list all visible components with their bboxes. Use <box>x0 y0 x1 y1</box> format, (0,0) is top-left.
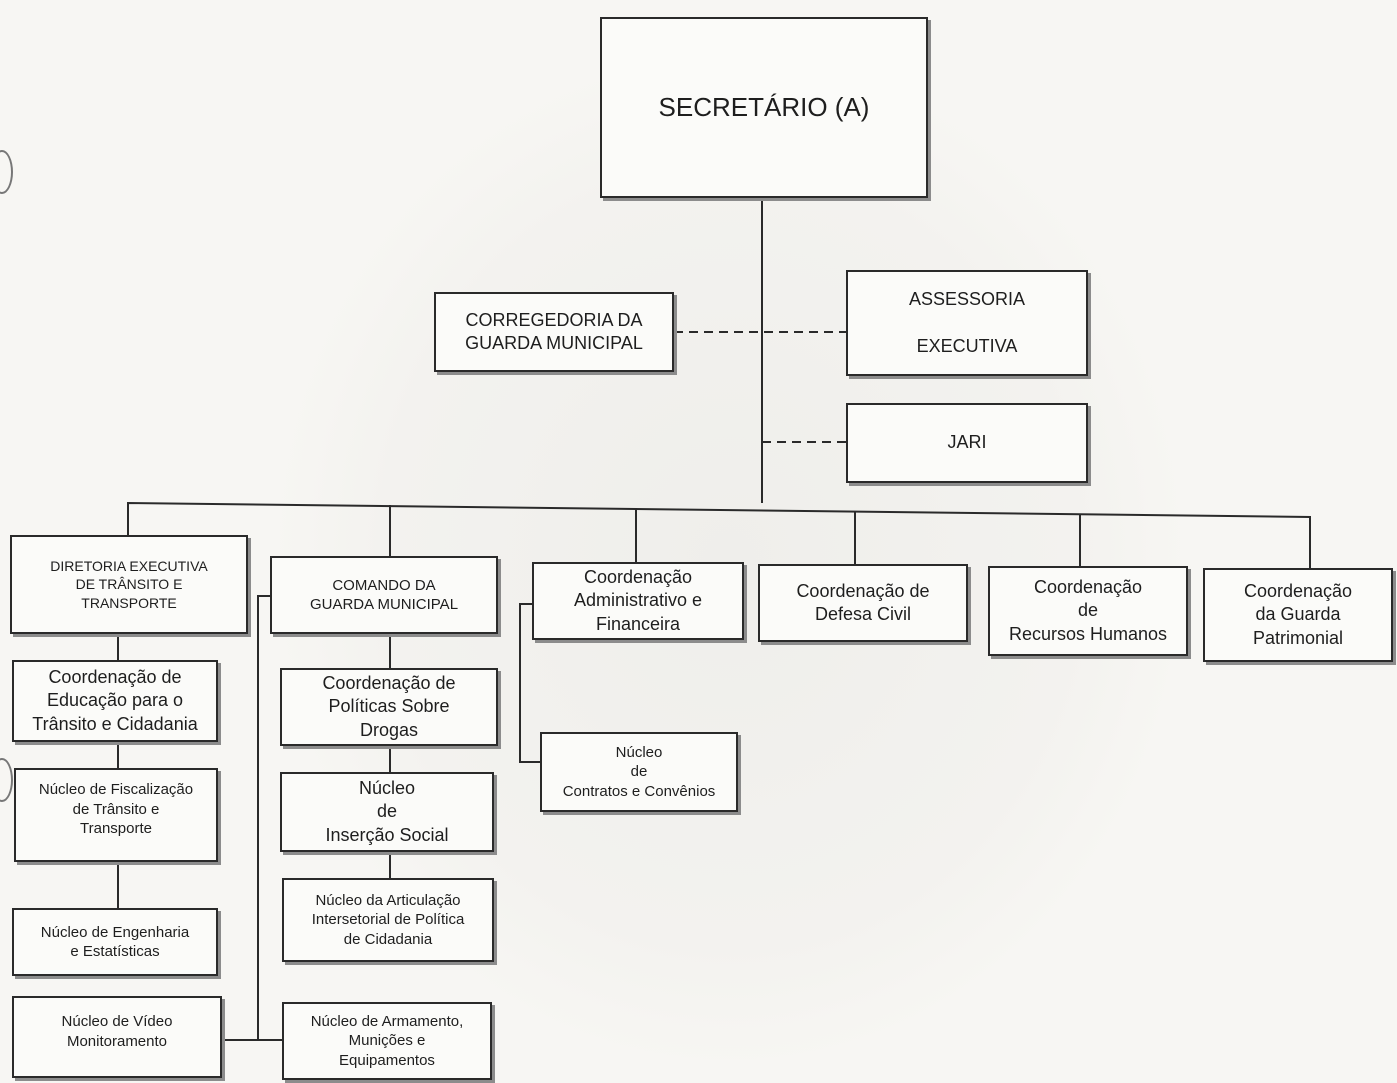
coord-patrimonial-box: Coordenação da Guarda Patrimonial <box>1203 568 1393 662</box>
assessoria-executiva-box: ASSESSORIA EXECUTIVA <box>846 270 1088 376</box>
nucleo-video-monitoramento-label: Núcleo de Vídeo Monitoramento <box>61 1013 173 1050</box>
jari-box: JARI <box>846 403 1088 483</box>
secretario-box: SECRETÁRIO (A) <box>600 17 928 198</box>
coord-educacao-transito-label: Coordenação de Educação para o Trânsito … <box>32 666 198 734</box>
connector-administrativo-bracket <box>519 603 540 763</box>
coord-politicas-drogas-box: Coordenação de Políticas Sobre Drogas <box>280 668 498 746</box>
nucleo-articulacao-label: Núcleo da Articulação Intersetorial de P… <box>311 891 465 948</box>
nucleo-armamento-box: Núcleo de Armamento, Munições e Equipame… <box>282 1002 492 1080</box>
coord-administrativo-box: Coordenação Administrativo e Financeira <box>532 562 744 640</box>
coord-defesa-civil-box: Coordenação de Defesa Civil <box>758 564 968 642</box>
coord-rh-label: Coordenação de Recursos Humanos <box>1008 576 1168 644</box>
nucleo-armamento-label: Núcleo de Armamento, Munições e Equipame… <box>310 1012 464 1069</box>
coord-politicas-drogas-label: Coordenação de Políticas Sobre Drogas <box>322 672 456 740</box>
diretoria-transito-label: DIRETORIA EXECUTIVA DE TRÂNSITO E TRANSP… <box>50 558 208 611</box>
assessoria-executiva-label: ASSESSORIA EXECUTIVA <box>908 288 1026 356</box>
nucleo-articulacao-box: Núcleo da Articulação Intersetorial de P… <box>282 878 494 962</box>
diretoria-transito-box: DIRETORIA EXECUTIVA DE TRÂNSITO E TRANSP… <box>10 535 248 634</box>
coord-patrimonial-label: Coordenação da Guarda Patrimonial <box>1243 580 1353 648</box>
corregedoria-box: CORREGEDORIA DA GUARDA MUNICIPAL <box>434 292 674 372</box>
coord-rh-box: Coordenação de Recursos Humanos <box>988 566 1188 656</box>
comando-guarda-label: COMANDO DA GUARDA MUNICIPAL <box>309 576 459 614</box>
nucleo-insercao-social-box: Núcleo de Inserção Social <box>280 772 494 852</box>
jari-label: JARI <box>947 432 987 453</box>
nucleo-engenharia-box: Núcleo de Engenharia e Estatísticas <box>12 908 218 976</box>
coord-educacao-transito-box: Coordenação de Educação para o Trânsito … <box>12 660 218 742</box>
connector-distribution-bar <box>127 501 1311 568</box>
comando-guarda-box: COMANDO DA GUARDA MUNICIPAL <box>270 556 498 634</box>
coord-administrativo-label: Coordenação Administrativo e Financeira <box>573 566 703 634</box>
corregedoria-label: CORREGEDORIA DA GUARDA MUNICIPAL <box>465 309 643 353</box>
nucleo-fiscalizacao-box: Núcleo de Fiscalização de Trânsito e Tra… <box>14 768 218 862</box>
nucleo-contratos-box: Núcleo de Contratos e Convênios <box>540 732 738 812</box>
secretario-label: SECRETÁRIO (A) <box>658 92 870 122</box>
nucleo-engenharia-label: Núcleo de Engenharia e Estatísticas <box>40 923 190 961</box>
nucleo-video-monitoramento-box: Núcleo de Vídeo Monitoramento <box>12 996 222 1078</box>
nucleo-fiscalizacao-label: Núcleo de Fiscalização de Trânsito e Tra… <box>38 781 194 837</box>
nucleo-contratos-label: Núcleo de Contratos e Convênios <box>562 743 716 800</box>
coord-defesa-civil-label: Coordenação de Defesa Civil <box>796 580 930 624</box>
connector-comando-bracket <box>257 595 282 1041</box>
nucleo-insercao-social-label: Núcleo de Inserção Social <box>325 777 449 845</box>
